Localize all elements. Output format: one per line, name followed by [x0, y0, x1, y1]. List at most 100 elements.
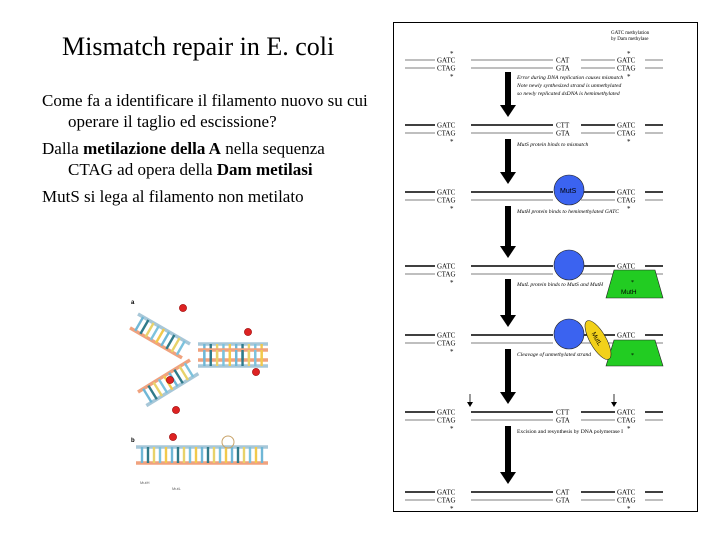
sequence-gatc-right: GATC: [617, 489, 636, 497]
cleavage-head: [467, 402, 473, 407]
sequence-mid-bottom: GTA: [556, 417, 570, 425]
base-pair: [152, 381, 164, 397]
arrow-head: [500, 246, 516, 258]
sequence-ctag-left: CTAG: [437, 130, 456, 138]
bullet-text: Dalla: [42, 139, 84, 158]
cleavage-arrow: [467, 394, 473, 407]
base-pair: [183, 362, 195, 378]
base-pair: [142, 388, 153, 404]
slide-title: Mismatch repair in E. coli: [62, 32, 335, 61]
methyl-mark: *: [450, 50, 454, 58]
methyl-mark: *: [627, 73, 631, 81]
base-pair: [154, 328, 166, 344]
sequence-mid-top: CTT: [556, 122, 570, 130]
sequence-ctag-left: CTAG: [437, 340, 456, 348]
parent-helix-upper: [129, 312, 191, 360]
sequence-ctag-left: CTAG: [437, 271, 456, 279]
bullet-text: MutS si lega al filamento non metilato: [42, 187, 304, 206]
arrow-shaft: [505, 206, 511, 246]
methyl-mark: *: [450, 138, 454, 146]
arrow-head: [500, 315, 516, 327]
muth-label: MutH: [140, 480, 150, 485]
bullet-item: MutS si lega al filamento non metilato: [42, 186, 372, 207]
sequence-gatc-right: GATC: [617, 263, 636, 271]
arrow-shaft: [505, 426, 511, 472]
methyl-mark: *: [627, 425, 631, 433]
muts-label: MutS: [560, 188, 577, 195]
sequence-gatc-left: GATC: [437, 122, 456, 130]
step-caption: Cleavage of unmethylated strand: [517, 351, 591, 358]
step-caption: MutL protein binds to MutS and MutH: [516, 282, 604, 288]
sequence-gatc-right: GATC: [617, 122, 636, 130]
muth-label: MutH: [621, 289, 637, 296]
sequence-gatc-left: GATC: [437, 263, 456, 271]
methyl-mark: *: [450, 205, 454, 213]
methyl-mark: *: [450, 73, 454, 81]
base-pair: [147, 384, 158, 400]
sequence-ctag-left: CTAG: [437, 197, 456, 205]
process-arrow: [500, 279, 516, 327]
sequence-gatc-right: GATC: [617, 409, 636, 417]
arrow-shaft: [505, 349, 511, 392]
mutl-label: MutL: [172, 486, 182, 491]
sequence-mid-bottom: GTA: [556, 497, 570, 505]
sequence-gatc-left: GATC: [437, 189, 456, 197]
cleavage-arrow: [611, 394, 617, 407]
step-caption: MutH protein binds to hemimethylated GAT…: [516, 209, 619, 215]
sequence-gatc-right: GATC: [617, 332, 636, 340]
sequence-gatc-right: GATC: [617, 57, 636, 65]
sequence-mid-top: CTT: [556, 409, 570, 417]
base-pair: [173, 368, 184, 384]
sequence-gatc-right: GATC: [617, 189, 636, 197]
methyl-group-mark: [166, 376, 174, 384]
methyl-group-mark: [179, 304, 187, 312]
methyl-mark: *: [450, 505, 454, 512]
process-arrow: [500, 349, 516, 404]
methyl-group-mark: [169, 433, 177, 441]
arrow-shaft: [505, 72, 511, 105]
sequence-ctag-left: CTAG: [437, 65, 456, 73]
mutl-protein: MutL: [584, 320, 612, 360]
sequence-ctag-right: CTAG: [617, 417, 636, 425]
bullet-item: Come fa a identificare il filamento nuov…: [42, 90, 372, 132]
arrow-head: [500, 392, 516, 404]
muts-protein: [553, 318, 585, 350]
sequence-ctag-right: CTAG: [617, 65, 636, 73]
header-text: GATC methylation: [611, 31, 650, 36]
panel-label-b: b: [131, 438, 135, 444]
mutl-complex-shape: [221, 435, 235, 449]
mutl-shape: [584, 320, 612, 360]
base-pair: [165, 334, 176, 350]
methyl-mark: *: [627, 505, 631, 512]
sequence-mid-bottom: GTA: [556, 130, 570, 138]
sequence-ctag-right: CTAG: [617, 197, 636, 205]
step-caption: MutS protein binds to mismatch: [516, 142, 588, 148]
sequence-ctag-left: CTAG: [437, 417, 456, 425]
base-pair: [160, 331, 171, 347]
arrow-shaft: [505, 279, 511, 315]
methyl-mark: *: [450, 348, 454, 356]
bullet-item: Dalla metilazione della A nella sequenza…: [42, 138, 372, 180]
cleavage-head: [611, 402, 617, 407]
methyl-group-mark: [244, 328, 252, 336]
arrow-head: [500, 105, 516, 117]
methyl-group-mark: [252, 368, 260, 376]
step-caption: Note newly synthesized strand is unmethy…: [516, 83, 621, 89]
bullet-text: Come fa a identificare il filamento nuov…: [42, 91, 368, 131]
step-caption: Error during DNA replication causes mism…: [516, 75, 623, 81]
base-pair: [139, 319, 150, 335]
sequence-gatc-left: GATC: [437, 57, 456, 65]
muth-protein: [605, 339, 664, 367]
base-pair: [157, 378, 169, 394]
methyl-mark: *: [627, 205, 631, 213]
methyl-mark: *: [631, 353, 634, 359]
sequence-ctag-right: CTAG: [617, 497, 636, 505]
